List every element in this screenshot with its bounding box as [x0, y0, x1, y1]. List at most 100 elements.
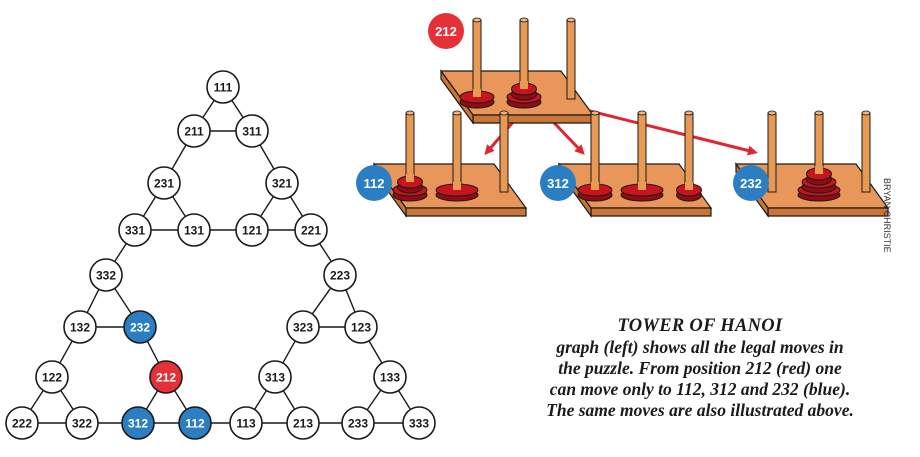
node-circle [178, 406, 212, 440]
caption-title: TOWER OF HANOI [617, 316, 783, 336]
node-label: 111 [214, 81, 233, 95]
peg-through [453, 182, 461, 190]
graph-node-311: 311 [235, 114, 269, 148]
graph-edge [114, 243, 127, 262]
hanoi-puzzles: 212 112 312 232 [356, 13, 890, 218]
node-circle [402, 406, 436, 440]
graph-edge [171, 144, 187, 170]
badge-212 [428, 13, 464, 49]
board-front [767, 207, 889, 217]
peg-through [638, 182, 646, 190]
peg-top [566, 17, 576, 23]
board-front [405, 207, 527, 217]
graph-edge [146, 340, 160, 364]
caption-line: can move only to 112, 312 and 232 (blue)… [549, 379, 851, 399]
node-circle [63, 310, 97, 344]
graph-edge [260, 196, 274, 217]
peg [566, 19, 576, 100]
graph-node-121: 121 [235, 213, 269, 247]
graph-node-332: 332 [89, 258, 123, 292]
node-circle [5, 406, 39, 440]
node-circle [118, 213, 152, 247]
graph-node-131: 131 [177, 213, 211, 247]
graph-node-213: 213 [286, 406, 320, 440]
node-circle [286, 310, 320, 344]
badge-label: 232 [740, 176, 762, 191]
graph-edge [202, 99, 215, 119]
graph-edge [60, 390, 74, 410]
peg-top [405, 110, 415, 116]
graph-node-323: 323 [286, 310, 320, 344]
node-circle [121, 406, 155, 440]
peg [472, 19, 482, 100]
node-label: 333 [409, 417, 429, 431]
badge-label: 312 [547, 176, 569, 191]
peg-top [519, 17, 529, 23]
node-circle [235, 114, 269, 148]
graph-node-122: 122 [35, 360, 69, 394]
node-circle [89, 258, 123, 292]
caption: TOWER OF HANOI graph (left) shows all th… [482, 316, 918, 421]
peg [452, 112, 462, 193]
badge-112 [356, 165, 392, 201]
graph-edge [319, 243, 332, 262]
peg [861, 112, 871, 193]
badge-label: 112 [364, 176, 385, 191]
caption-line: The same moves are also illustrated abov… [546, 400, 854, 420]
peg-top [590, 110, 600, 116]
graph-node-333: 333 [402, 406, 436, 440]
node-circle [149, 360, 183, 394]
node-label: 232 [130, 321, 150, 335]
graph-node-232: 232 [123, 310, 157, 344]
puzzle-312: 312 [540, 110, 713, 218]
graph-node-133: 133 [373, 360, 407, 394]
graph-edge [231, 99, 244, 119]
node-circle [177, 213, 211, 247]
puzzle-212: 212 [428, 13, 595, 125]
graph-node-231: 231 [147, 166, 181, 200]
node-label: 132 [70, 321, 90, 335]
peg-top [814, 110, 824, 116]
graph-edge [259, 144, 275, 170]
node-circle [235, 213, 269, 247]
node-label: 131 [184, 224, 204, 238]
peg-top [767, 110, 777, 116]
node-circle [35, 360, 69, 394]
peg [499, 112, 509, 193]
peg-top [472, 17, 482, 23]
peg [767, 112, 777, 193]
peg [637, 112, 647, 193]
node-label: 311 [242, 125, 262, 139]
node-label: 222 [12, 417, 32, 431]
graph-node-123: 123 [344, 310, 378, 344]
caption-line: the puzzle. From position 212 (red) one [558, 358, 842, 378]
node-label: 221 [301, 224, 321, 238]
peg-through [520, 81, 528, 89]
node-label: 211 [184, 125, 204, 139]
node-label: 331 [125, 224, 145, 238]
node-label: 213 [293, 417, 313, 431]
graph-node-322: 322 [65, 406, 99, 440]
node-label: 123 [351, 321, 371, 335]
node-label: 113 [236, 417, 256, 431]
badge-232 [733, 165, 769, 201]
node-circle [344, 310, 378, 344]
node-circle [65, 406, 99, 440]
graph-edge [142, 196, 157, 217]
node-label: 122 [42, 371, 62, 385]
graph-node-211: 211 [177, 114, 211, 148]
graph-edge [311, 287, 332, 315]
node-label: 323 [293, 321, 313, 335]
graph-node-113: 113 [229, 406, 263, 440]
graph-edge [173, 390, 188, 410]
node-circle [294, 213, 328, 247]
graph-edge [366, 389, 382, 411]
graph-edge [30, 390, 44, 410]
node-label: 233 [348, 417, 368, 431]
graph-edge [145, 390, 159, 410]
graph-edges [30, 99, 412, 424]
graph-edge [282, 340, 296, 364]
graph-edge [368, 340, 383, 364]
peg-top [637, 110, 647, 116]
